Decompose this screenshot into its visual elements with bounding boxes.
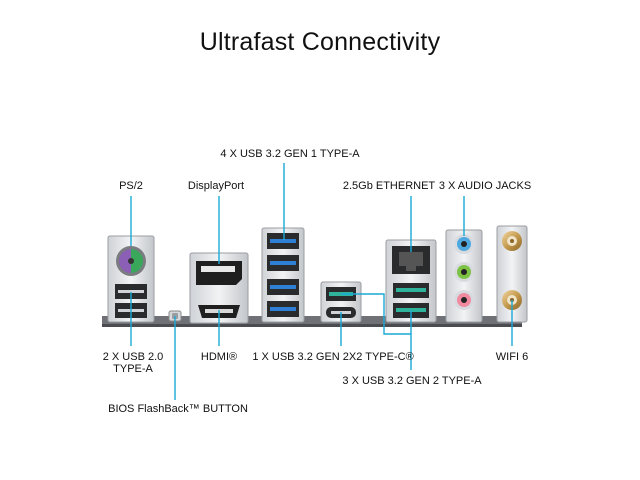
usb32-gen1-stack xyxy=(261,227,305,323)
ethernet-label: 2.5Gb ETHERNET xyxy=(342,180,436,192)
wifi-label: WIFI 6 xyxy=(495,351,529,363)
usb-typec-label: 1 X USB 3.2 GEN 2X2 TYPE-C® xyxy=(252,351,414,363)
page-title: Ultrafast Connectivity xyxy=(199,28,441,56)
ethernet-usb-stack xyxy=(385,239,437,323)
usb32-gen2-label: 3 X USB 3.2 GEN 2 TYPE-A xyxy=(342,375,482,387)
callout-usb32-gen2 xyxy=(341,293,412,370)
audio-jacks-label: 3 X AUDIO JACKS xyxy=(438,180,532,192)
usb20-label: 2 X USB 2.0 TYPE-A xyxy=(103,351,164,375)
displayport-label: DisplayPort xyxy=(187,180,245,192)
audio-jacks xyxy=(445,229,483,323)
io-panel-base-shadow xyxy=(102,324,522,327)
bios-flashback-label: BIOS FlashBack™ BUTTON xyxy=(108,403,248,415)
ps2-usb20-stack xyxy=(107,235,155,323)
callout-lines xyxy=(130,163,513,400)
hdmi-label: HDMI® xyxy=(200,351,238,363)
displayport-hdmi-stack xyxy=(189,252,249,324)
usb20-label-line1: 2 X USB 2.0 xyxy=(102,351,164,363)
ps2-label: PS/2 xyxy=(119,180,143,192)
io-panel-base xyxy=(102,316,522,326)
usb20-label-line2: TYPE-A xyxy=(113,363,153,375)
usb32-gen1-label: 4 X USB 3.2 GEN 1 TYPE-A xyxy=(220,148,360,160)
